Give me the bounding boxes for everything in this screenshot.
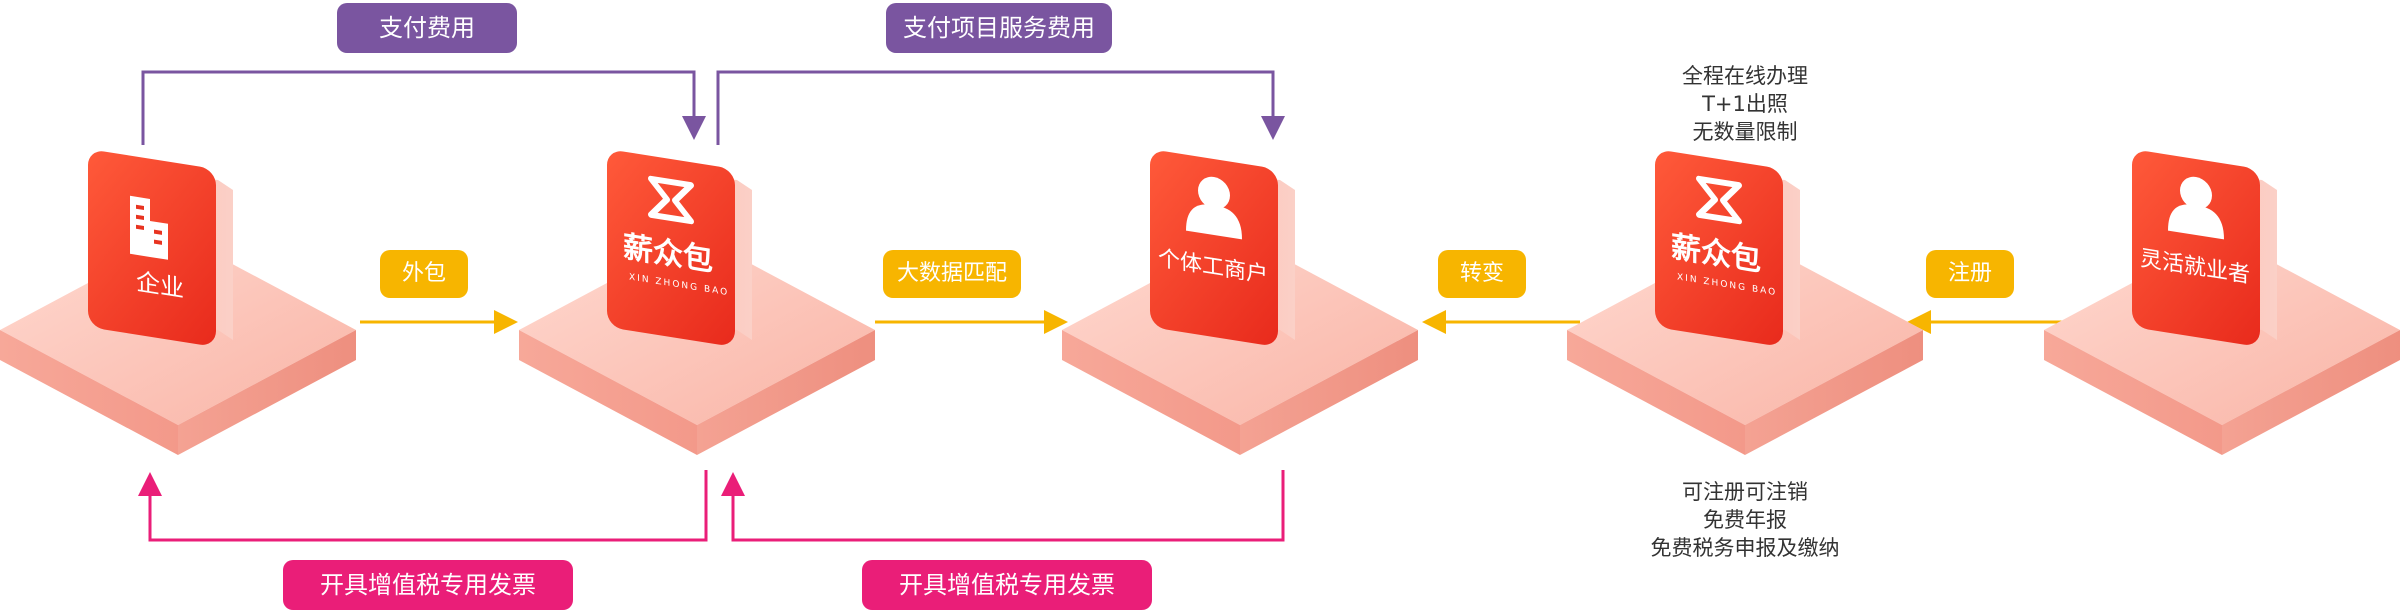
- payment-connector-enterprise-to-platform: [141, 70, 706, 145]
- big-data-match-arrow: [875, 310, 1068, 334]
- node-platform-1: 薪众包 XIN ZHONG BAO: [519, 151, 875, 455]
- platform-features-bottom: 可注册可注销 免费年报 免费税务申报及缴纳: [1620, 478, 1870, 562]
- pay-fee-label: 支付费用: [337, 3, 517, 53]
- note-line: 无数量限制: [1692, 120, 1798, 144]
- payment-connector-platform-to-business: [716, 70, 1285, 145]
- note-line: 可注册可注销: [1682, 480, 1808, 504]
- platform-features-top: 全程在线办理 T+1出照 无数量限制: [1650, 62, 1840, 146]
- node-enterprise: 企业: [0, 151, 356, 455]
- note-line: 免费年报: [1703, 508, 1787, 532]
- node-freelancer: 灵活就业者: [2044, 151, 2400, 455]
- note-line: 免费税务申报及缴纳: [1650, 536, 1840, 560]
- register-arrow: [1907, 310, 2068, 334]
- node-individual-business: 个体工商户: [1062, 151, 1418, 455]
- register-label: 注册: [1926, 250, 2014, 298]
- outsource-label: 外包: [380, 250, 468, 298]
- building-icon: [130, 195, 168, 260]
- note-line: 全程在线办理: [1682, 64, 1808, 88]
- invoice-connector-business-to-platform: [721, 470, 1285, 542]
- xinzhongbao-logo-icon: [648, 175, 694, 225]
- pay-service-fee-label: 支付项目服务费用: [886, 3, 1112, 53]
- xinzhongbao-logo-icon: [1696, 175, 1742, 225]
- node-platform-2: 薪众包 XIN ZHONG BAO: [1567, 151, 1923, 455]
- note-line: T+1出照: [1702, 92, 1788, 116]
- big-data-match-label: 大数据匹配: [883, 250, 1021, 298]
- person-icon: [1186, 176, 1242, 240]
- person-icon: [2168, 176, 2224, 240]
- vat-invoice-label-left: 开具增值税专用发票: [283, 560, 573, 610]
- vat-invoice-label-right: 开具增值税专用发票: [862, 560, 1152, 610]
- transform-arrow: [1422, 310, 1580, 334]
- outsource-arrow: [360, 310, 518, 334]
- invoice-connector-platform-to-enterprise: [138, 470, 708, 542]
- transform-label: 转变: [1438, 250, 1526, 298]
